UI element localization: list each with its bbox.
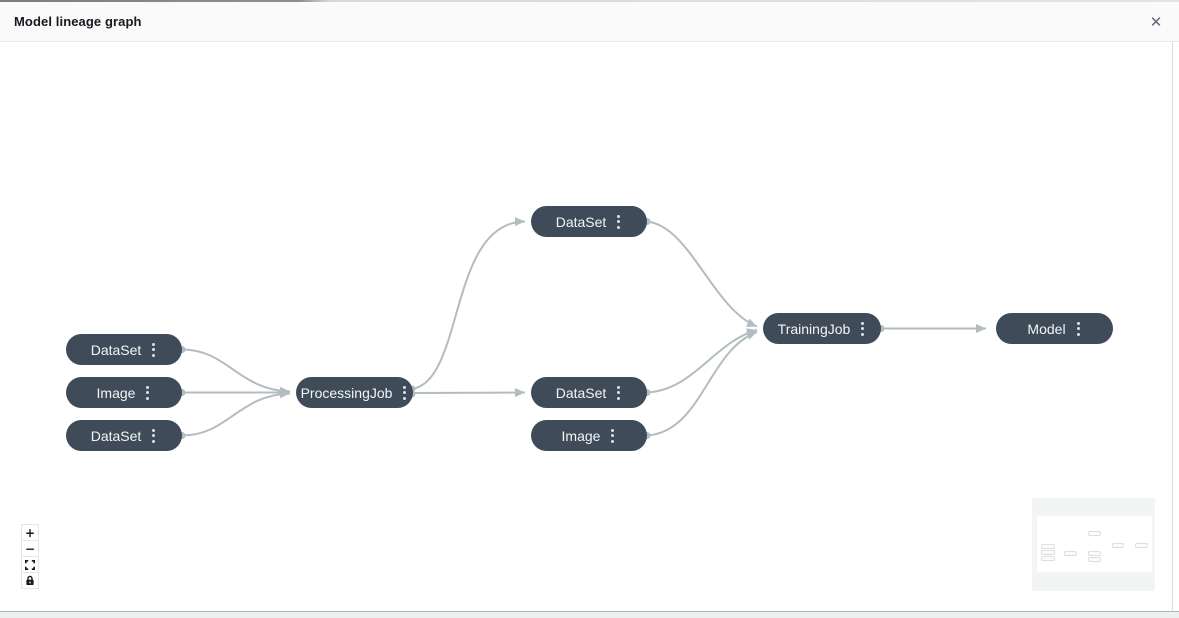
right-divider xyxy=(1172,42,1173,611)
node-processing-job[interactable]: ProcessingJob xyxy=(296,377,413,408)
edge xyxy=(411,388,526,398)
panel-bottom-border xyxy=(0,611,1179,612)
window-chrome-edge xyxy=(0,0,1179,2)
minimap-node xyxy=(1041,550,1055,555)
node-training-job[interactable]: TrainingJob xyxy=(763,313,881,344)
canvas-controls: + − xyxy=(21,524,39,589)
kebab-menu-icon[interactable] xyxy=(609,425,616,447)
fit-view-icon xyxy=(25,559,35,570)
minimap-viewport[interactable] xyxy=(1037,516,1152,572)
kebab-menu-icon[interactable] xyxy=(401,382,408,404)
minimap-node xyxy=(1088,551,1101,556)
node-label: DataSet xyxy=(555,213,607,230)
edge xyxy=(181,389,291,437)
node-model[interactable]: Model xyxy=(996,313,1113,344)
node-image-input[interactable]: Image xyxy=(66,377,182,408)
kebab-menu-icon[interactable] xyxy=(615,211,622,233)
node-label: TrainingJob xyxy=(777,320,851,337)
kebab-menu-icon[interactable] xyxy=(1075,318,1082,340)
page-background-strip xyxy=(0,612,1179,618)
node-dataset-output-mid[interactable]: DataSet xyxy=(531,377,647,408)
minimap-node xyxy=(1064,551,1077,556)
node-label: DataSet xyxy=(90,427,142,444)
kebab-menu-icon[interactable] xyxy=(615,382,622,404)
edge xyxy=(411,217,526,390)
kebab-menu-icon[interactable] xyxy=(150,425,157,447)
edge xyxy=(646,331,758,437)
minimap-node xyxy=(1088,531,1101,536)
edge xyxy=(181,348,291,396)
node-label: Model xyxy=(1027,320,1066,337)
minimap-node xyxy=(1135,543,1148,548)
kebab-menu-icon[interactable] xyxy=(859,318,866,340)
node-dataset-output-top[interactable]: DataSet xyxy=(531,206,647,237)
node-label: Image xyxy=(561,427,601,444)
graph-minimap[interactable] xyxy=(1032,498,1155,591)
close-icon[interactable]: ✕ xyxy=(1143,9,1169,35)
minimap-node xyxy=(1112,543,1124,548)
zoom-in-button[interactable]: + xyxy=(21,524,39,541)
lock-button[interactable] xyxy=(21,572,39,589)
edge xyxy=(646,220,758,328)
lock-icon xyxy=(26,575,34,585)
minimap-node xyxy=(1088,557,1101,562)
page-title: Model lineage graph xyxy=(14,14,142,29)
node-dataset-input-2[interactable]: DataSet xyxy=(66,420,182,451)
node-label: DataSet xyxy=(555,384,607,401)
graph-canvas[interactable]: DataSet Image DataSet ProcessingJob Data… xyxy=(0,42,1179,611)
zoom-out-button[interactable]: − xyxy=(21,540,39,557)
node-label: ProcessingJob xyxy=(300,384,393,401)
fit-view-button[interactable] xyxy=(21,556,39,573)
node-label: Image xyxy=(96,384,136,401)
edge xyxy=(646,328,758,394)
node-label: DataSet xyxy=(90,341,142,358)
kebab-menu-icon[interactable] xyxy=(150,339,157,361)
minimap-node xyxy=(1041,544,1055,549)
minimap-node xyxy=(1041,556,1055,561)
panel-header: Model lineage graph ✕ xyxy=(0,2,1179,42)
kebab-menu-icon[interactable] xyxy=(144,382,151,404)
node-dataset-input-1[interactable]: DataSet xyxy=(66,334,182,365)
node-image-training[interactable]: Image xyxy=(531,420,647,451)
